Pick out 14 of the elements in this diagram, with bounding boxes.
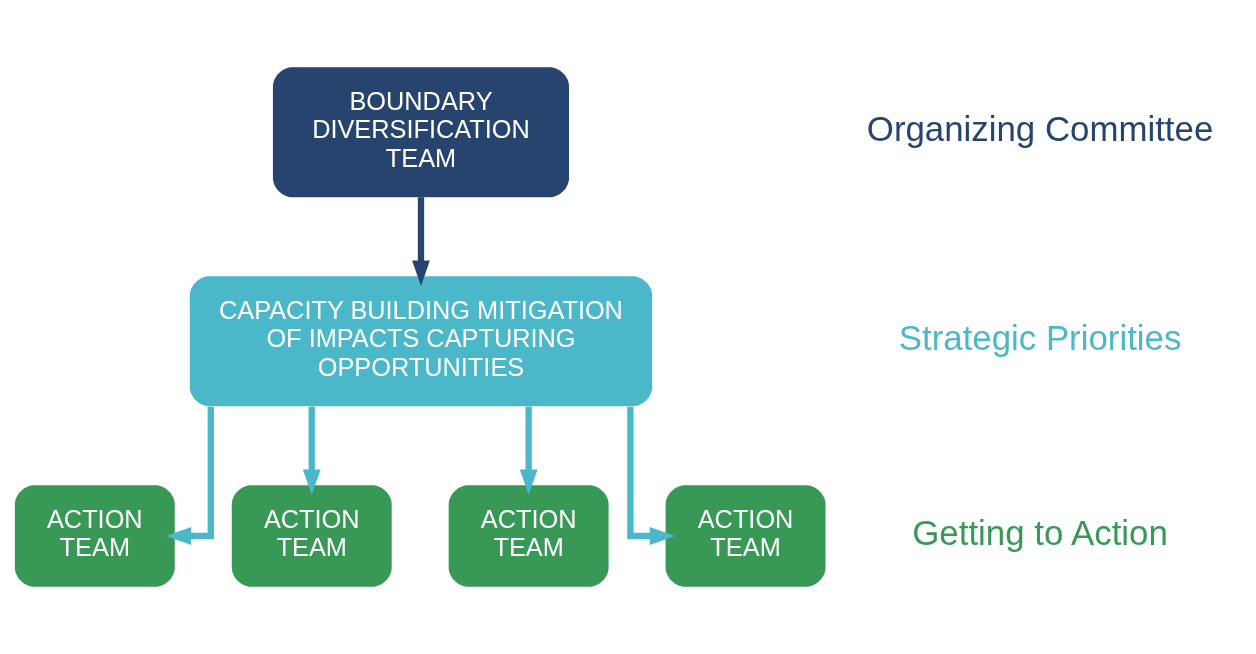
label: Organizing Committee xyxy=(866,109,1214,149)
arrow xyxy=(165,406,214,545)
arrow xyxy=(519,406,538,495)
node-box: ACTION TEAM xyxy=(448,485,609,587)
arrow xyxy=(412,197,430,286)
node-box: ACTION TEAM xyxy=(665,485,826,587)
node-box: ACTION TEAM xyxy=(231,485,392,587)
arrow xyxy=(627,406,676,545)
arrow xyxy=(302,406,321,495)
label: Getting to Action xyxy=(912,512,1168,552)
label: Strategic Priorities xyxy=(898,318,1182,358)
node-box: ACTION TEAM xyxy=(14,485,175,587)
node-box: CAPACITY BUILDING MITIGATION OF IMPACTS CAPTURING OPPORTUNITIES xyxy=(189,276,653,407)
node-box: BOUNDARY DIVERSIFICATION TEAM xyxy=(272,67,569,198)
